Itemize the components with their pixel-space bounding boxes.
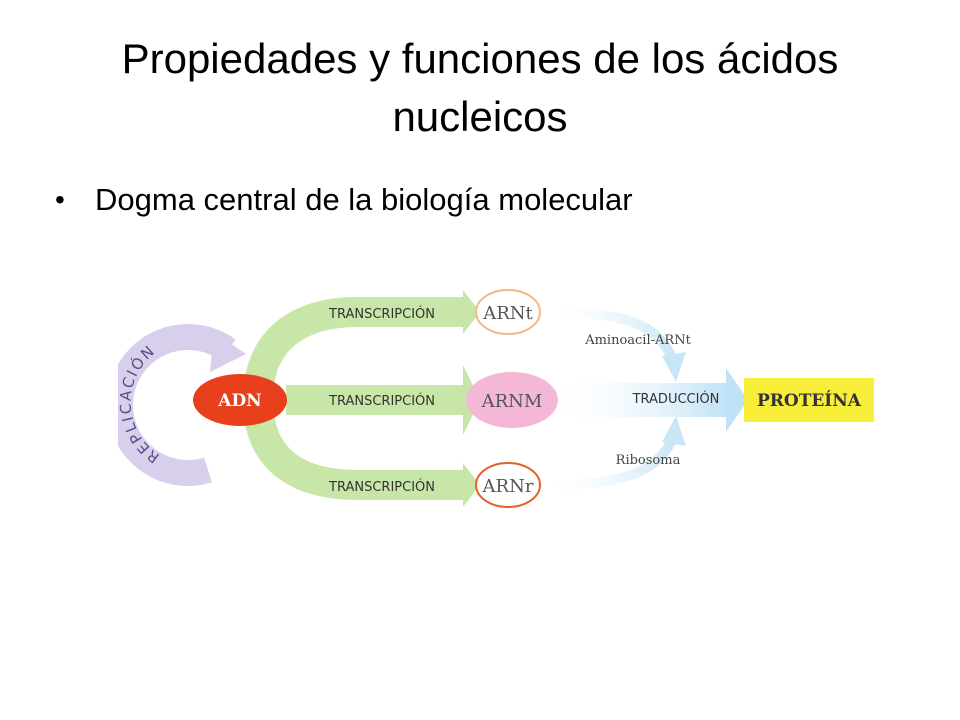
bullet-item: • Dogma central de la biología molecular <box>55 178 915 222</box>
bullet-list: • Dogma central de la biología molecular <box>55 178 915 222</box>
replication-arrow <box>118 324 236 486</box>
adn-label: ADN <box>217 391 261 411</box>
adn-node <box>193 374 287 426</box>
arnm-node <box>466 372 558 428</box>
transcription-arrow-mid <box>286 385 464 415</box>
arnm-label: ARNM <box>481 391 543 412</box>
ribosoma-label: Ribosoma <box>616 453 681 468</box>
bullet-icon: • <box>55 184 65 215</box>
arnt-node <box>475 289 541 335</box>
aminoacil-arrow <box>547 307 678 363</box>
translation-arrowhead <box>726 368 748 432</box>
proteina-label: PROTEÍNA <box>757 390 862 411</box>
transcription-label-mid: TRANSCRIPCIÓN <box>328 393 435 409</box>
central-dogma-svg: REPLICACIÓN TRANSCRIPCIÓN TRANSCRIPCIÓN … <box>118 289 874 508</box>
aminoacil-label: Aminoacil-ARNt <box>584 333 691 348</box>
arnr-node <box>475 462 541 508</box>
transcription-arrowhead-top <box>463 290 480 334</box>
translation-label: TRADUCCIÓN <box>632 391 720 407</box>
bullet-text: Dogma central de la biología molecular <box>95 182 633 217</box>
transcription-label-bottom: TRANSCRIPCIÓN <box>328 479 435 495</box>
arnr-label: ARNr <box>482 476 534 497</box>
arnt-label: ARNt <box>482 303 533 324</box>
aminoacil-arrowhead <box>662 352 686 382</box>
proteina-box <box>744 378 874 422</box>
ribosoma-arrowhead <box>662 416 686 446</box>
replication-arrowhead <box>210 332 246 372</box>
transcription-arrowhead-bottom <box>463 463 480 507</box>
slide-title: Propiedades y funciones de los ácidos nu… <box>121 35 839 140</box>
transcription-label-top: TRANSCRIPCIÓN <box>328 306 435 322</box>
translation-arrow <box>558 383 728 417</box>
ribosoma-arrow <box>547 435 678 490</box>
central-dogma-diagram: REPLICACIÓN TRANSCRIPCIÓN TRANSCRIPCIÓN … <box>118 270 878 520</box>
